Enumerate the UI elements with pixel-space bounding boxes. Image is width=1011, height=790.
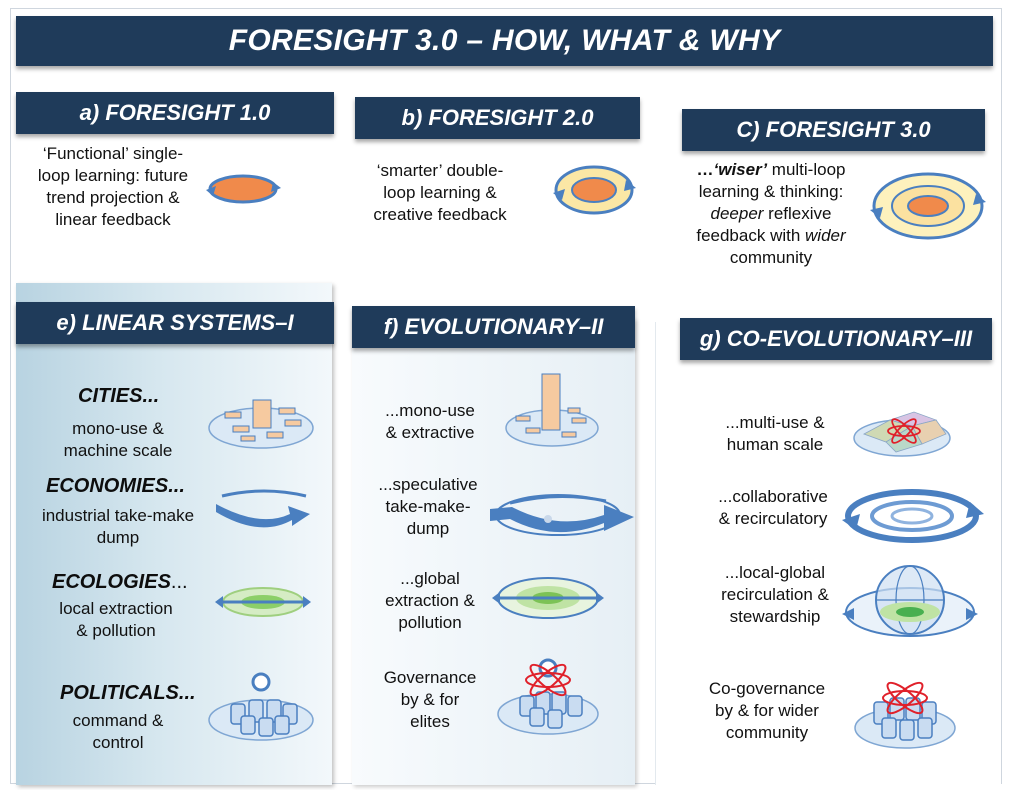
text-line: & extractive — [385, 423, 475, 442]
tower-city-icon — [505, 373, 599, 447]
text-line: dump — [406, 519, 450, 538]
text-line: by & for — [400, 690, 460, 709]
politicals-heading: POLITICALS... — [60, 682, 196, 704]
text-line: ‘Functional’ single- — [42, 144, 184, 163]
city-icon — [208, 399, 314, 449]
wiser-emphasis: ‘wiser’ — [713, 160, 768, 179]
text-line: creative feedback — [373, 205, 507, 224]
linear-arrow-icon — [216, 489, 310, 528]
ecologies-heading: ECOLOGIES... — [52, 571, 188, 593]
text-line: local extraction — [59, 599, 173, 618]
foresight-3-text: …‘wiser’ multi-loop learning & thinking:… — [676, 159, 866, 269]
ecologies-linear-text: local extraction & pollution — [26, 598, 206, 642]
politicals-evolutionary-text: Governance by & for elites — [360, 667, 500, 733]
globe-icon — [842, 565, 978, 637]
text-line: human scale — [726, 435, 824, 454]
header-foresight-1: a) FORESIGHT 1.0 — [16, 92, 334, 134]
foresight-2-text: ‘smarter’ double- loop learning & creati… — [355, 160, 525, 226]
deeper-emphasis: deeper — [710, 204, 764, 223]
text-line: ...collaborative — [718, 487, 828, 506]
text-line: linear feedback — [55, 210, 171, 229]
text-line: ...speculative — [378, 475, 478, 494]
text-line: & recirculatory — [718, 509, 828, 528]
economies-co-evolutionary-text: ...collaborative & recirculatory — [698, 486, 848, 530]
double-loop-icon — [553, 165, 636, 215]
text-line: elites — [410, 712, 450, 731]
command-people-icon — [208, 672, 314, 741]
single-loop-icon — [206, 174, 281, 204]
text-line: dump — [96, 528, 140, 547]
global-ecology-disc-icon — [492, 577, 604, 619]
text-line: stewardship — [729, 607, 821, 626]
text-line: loop learning & — [383, 183, 497, 202]
ecologies-co-evolutionary-text: ...local-global recirculation & stewards… — [700, 562, 850, 628]
cities-co-evolutionary-text: ...multi-use & human scale — [700, 412, 850, 456]
text-line: & pollution — [76, 621, 156, 640]
cities-evolutionary-text: ...mono-use & extractive — [360, 400, 500, 444]
text-line: recirculation & — [721, 585, 829, 604]
text-line: loop learning: future — [37, 166, 189, 185]
text-line: ...multi-use & — [725, 413, 825, 432]
text-line: mono-use & — [72, 419, 164, 438]
circular-arrows-icon — [842, 489, 984, 543]
header-foresight-2: b) FORESIGHT 2.0 — [355, 97, 640, 139]
mixed-city-icon — [853, 411, 951, 457]
cogovernance-people-icon — [854, 681, 956, 749]
speculative-arrow-icon — [490, 494, 634, 536]
text-line: community — [725, 723, 809, 742]
text-line: command & — [72, 711, 164, 730]
text-line: take-make- — [385, 497, 471, 516]
text-line: ...global — [400, 569, 460, 588]
ecologies-evolutionary-text: ...global extraction & pollution — [360, 568, 500, 634]
wider-emphasis: wider — [805, 226, 846, 245]
header-evolutionary: f) EVOLUTIONARY–II — [352, 306, 635, 348]
text-line: trend projection & — [46, 188, 180, 207]
economies-evolutionary-text: ...speculative take-make- dump — [358, 474, 498, 540]
co-evolutionary-panel — [655, 322, 1001, 785]
economies-heading: ECONOMIES... — [46, 475, 185, 497]
text-line: ...mono-use — [385, 401, 475, 420]
text-line: …‘wiser’ multi-loop — [696, 160, 846, 179]
text-line: extraction & — [385, 591, 475, 610]
text-line: industrial take-make — [41, 506, 195, 525]
text-line: community — [729, 248, 813, 267]
text-line: by & for wider — [715, 701, 819, 720]
header-foresight-3: C) FORESIGHT 3.0 — [682, 109, 985, 151]
politicals-linear-text: command & control — [28, 710, 208, 754]
text-line: ‘smarter’ double- — [376, 161, 504, 180]
header-linear-systems: e) LINEAR SYSTEMS–I — [16, 302, 334, 344]
text-line: control — [92, 733, 144, 752]
main-banner: FORESIGHT 3.0 – HOW, WHAT & WHY — [16, 16, 993, 66]
economies-linear-text: industrial take-make dump — [22, 505, 214, 549]
text-line: pollution — [398, 613, 462, 632]
text-line: learning & thinking: — [698, 182, 844, 201]
text-line: feedback with wider — [696, 226, 846, 245]
cities-linear-text: mono-use & machine scale — [28, 418, 208, 462]
elite-people-icon — [497, 658, 599, 735]
politicals-co-evolutionary-text: Co-governance by & for wider community — [682, 678, 852, 744]
text-line: machine scale — [63, 441, 173, 460]
cities-heading: CITIES... — [78, 385, 160, 407]
text-line: Governance — [383, 668, 477, 687]
text-line: Co-governance — [708, 679, 826, 698]
text-line: ...local-global — [724, 563, 826, 582]
ecology-disc-icon — [215, 587, 311, 617]
header-co-evolutionary: g) CO-EVOLUTIONARY–III — [680, 318, 992, 360]
text-line: deeper reflexive — [710, 204, 832, 223]
foresight-1-text: ‘Functional’ single- loop learning: futu… — [18, 143, 208, 231]
multi-loop-icon — [870, 172, 986, 240]
